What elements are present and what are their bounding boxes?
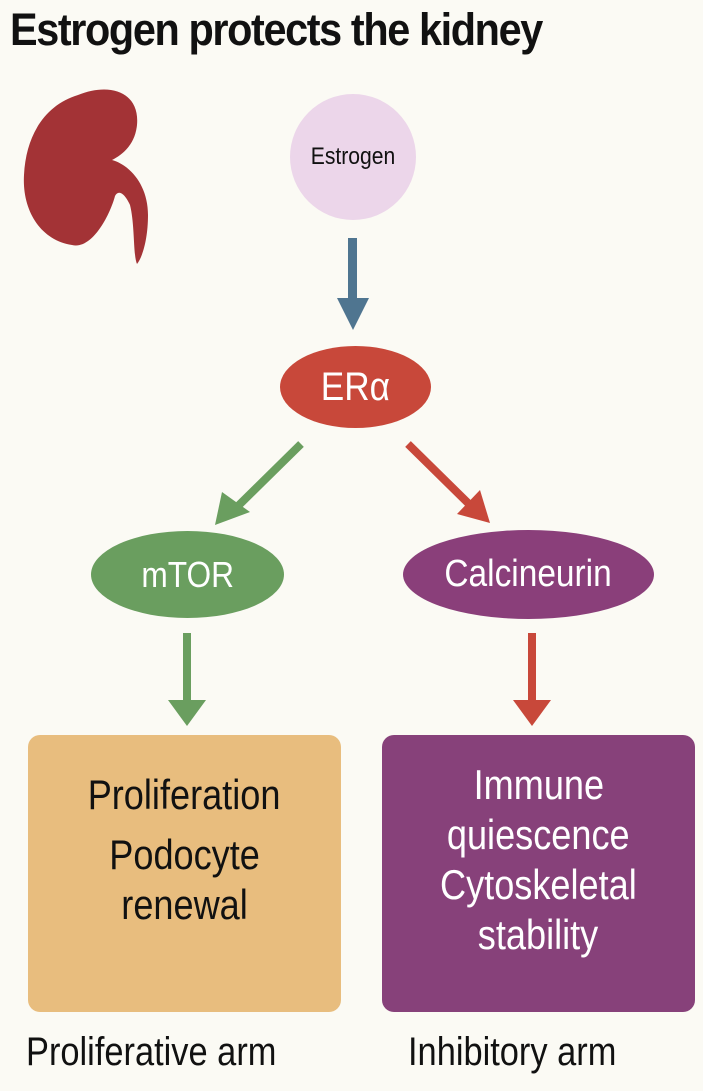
node-er-alpha-label: ERα (320, 364, 391, 409)
node-mtor: mTOR (91, 531, 284, 618)
proliferative-outcome-box: Proliferation Podocyte renewal (28, 735, 341, 1012)
arrow-era-to-mtor (215, 441, 304, 525)
node-calcineurin: Calcineurin (403, 530, 654, 619)
kidney-icon (23, 89, 148, 264)
box-line: quiescence (447, 811, 630, 858)
box-line: Cytoskeletal (440, 861, 637, 908)
arrow-era-to-calcineurin (405, 441, 490, 523)
proliferative-arm-label: Proliferative arm (26, 1030, 277, 1074)
inhibitory-outcome-box: Immune quiescence Cytoskeletal stability (382, 735, 695, 1012)
diagram-title: Estrogen protects the kidney (10, 4, 543, 55)
box-line: Proliferation (88, 771, 281, 818)
box-line: renewal (121, 881, 248, 928)
arrow-calcineurin-to-box (513, 633, 551, 726)
node-mtor-label: mTOR (141, 553, 234, 595)
box-line: stability (478, 911, 599, 958)
arrow-mtor-to-box (168, 633, 206, 726)
node-estrogen: Estrogen (290, 94, 416, 220)
inhibitory-arm-label: Inhibitory arm (408, 1030, 617, 1074)
arrow-estrogen-to-era (337, 238, 369, 330)
box-line: Immune (473, 761, 604, 808)
node-estrogen-label: Estrogen (310, 143, 396, 170)
node-calcineurin-label: Calcineurin (444, 553, 613, 595)
box-line: Podocyte (109, 831, 260, 878)
node-er-alpha: ERα (280, 346, 431, 428)
